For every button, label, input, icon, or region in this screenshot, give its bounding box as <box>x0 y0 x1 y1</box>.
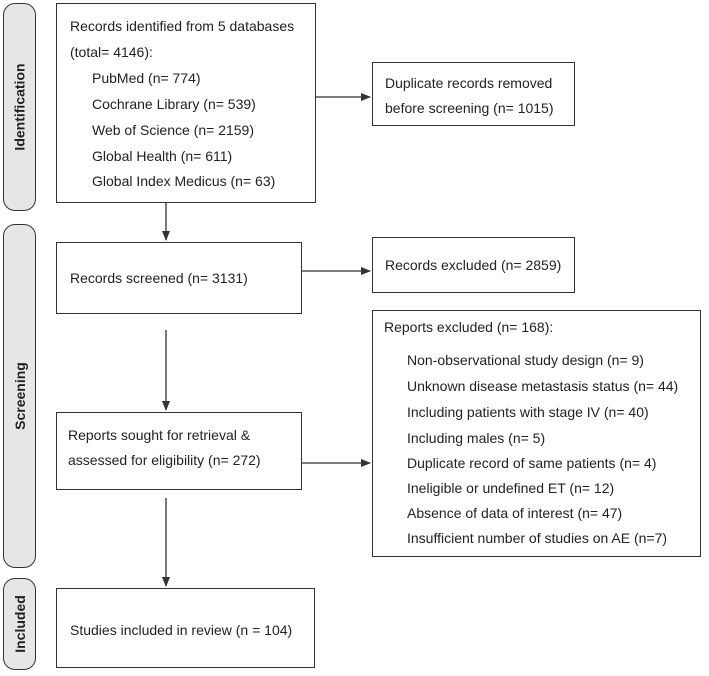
source-item: Global Health (n= 611) <box>92 148 233 164</box>
exclusion-reason: Unknown disease metastasis status (n= 44… <box>407 378 679 394</box>
exclusion-reason: Including patients with stage IV (n= 40) <box>407 404 649 420</box>
phase-included: Included <box>3 578 36 670</box>
included-text: Studies included in review (n = 104) <box>70 622 293 638</box>
exclusion-reason: Non-observational study design (n= 9) <box>407 352 644 368</box>
retrieval-box <box>56 412 302 490</box>
identification-line1: Records identified from 5 databases <box>70 18 295 34</box>
exclusion-reason: Insufficient number of studies on AE (n=… <box>407 530 668 546</box>
exclusion-reason: Duplicate record of same patients (n= 4) <box>407 455 657 471</box>
identification-line2: (total= 4146): <box>70 44 153 60</box>
screened-text: Records screened (n= 3131) <box>70 270 248 286</box>
screened-box <box>56 242 302 314</box>
excluded-text: Records excluded (n= 2859) <box>385 257 562 273</box>
reports-excluded-title: Reports excluded (n= 168): <box>384 319 554 335</box>
identification-box <box>56 3 316 203</box>
exclusion-reason: Absence of data of interest (n= 47) <box>407 505 623 521</box>
retrieval-line2: assessed for eligibility (n= 272) <box>68 452 261 468</box>
excluded-box <box>372 237 575 293</box>
phase-screening-label: Screening <box>11 362 28 430</box>
phase-identification-label: Identification <box>11 63 28 151</box>
source-item: Cochrane Library (n= 539) <box>92 96 256 112</box>
duplicates-box <box>372 62 575 126</box>
duplicates-line1: Duplicate records removed <box>385 75 553 91</box>
source-item: Global Index Medicus (n= 63) <box>92 173 276 189</box>
phase-screening: Screening <box>3 224 36 568</box>
exclusion-reason: Ineligible or undefined ET (n= 12) <box>407 480 615 496</box>
phase-included-label: Included <box>11 595 28 653</box>
source-item: Web of Science (n= 2159) <box>92 122 255 138</box>
source-item: PubMed (n= 774) <box>92 70 201 86</box>
reports-excluded-box <box>372 310 701 557</box>
retrieval-line1: Reports sought for retrieval & <box>68 427 251 443</box>
exclusion-reason: Including males (n= 5) <box>407 430 546 446</box>
phase-identification: Identification <box>3 3 36 211</box>
included-box <box>56 588 315 668</box>
duplicates-line2: before screening (n= 1015) <box>385 100 554 116</box>
